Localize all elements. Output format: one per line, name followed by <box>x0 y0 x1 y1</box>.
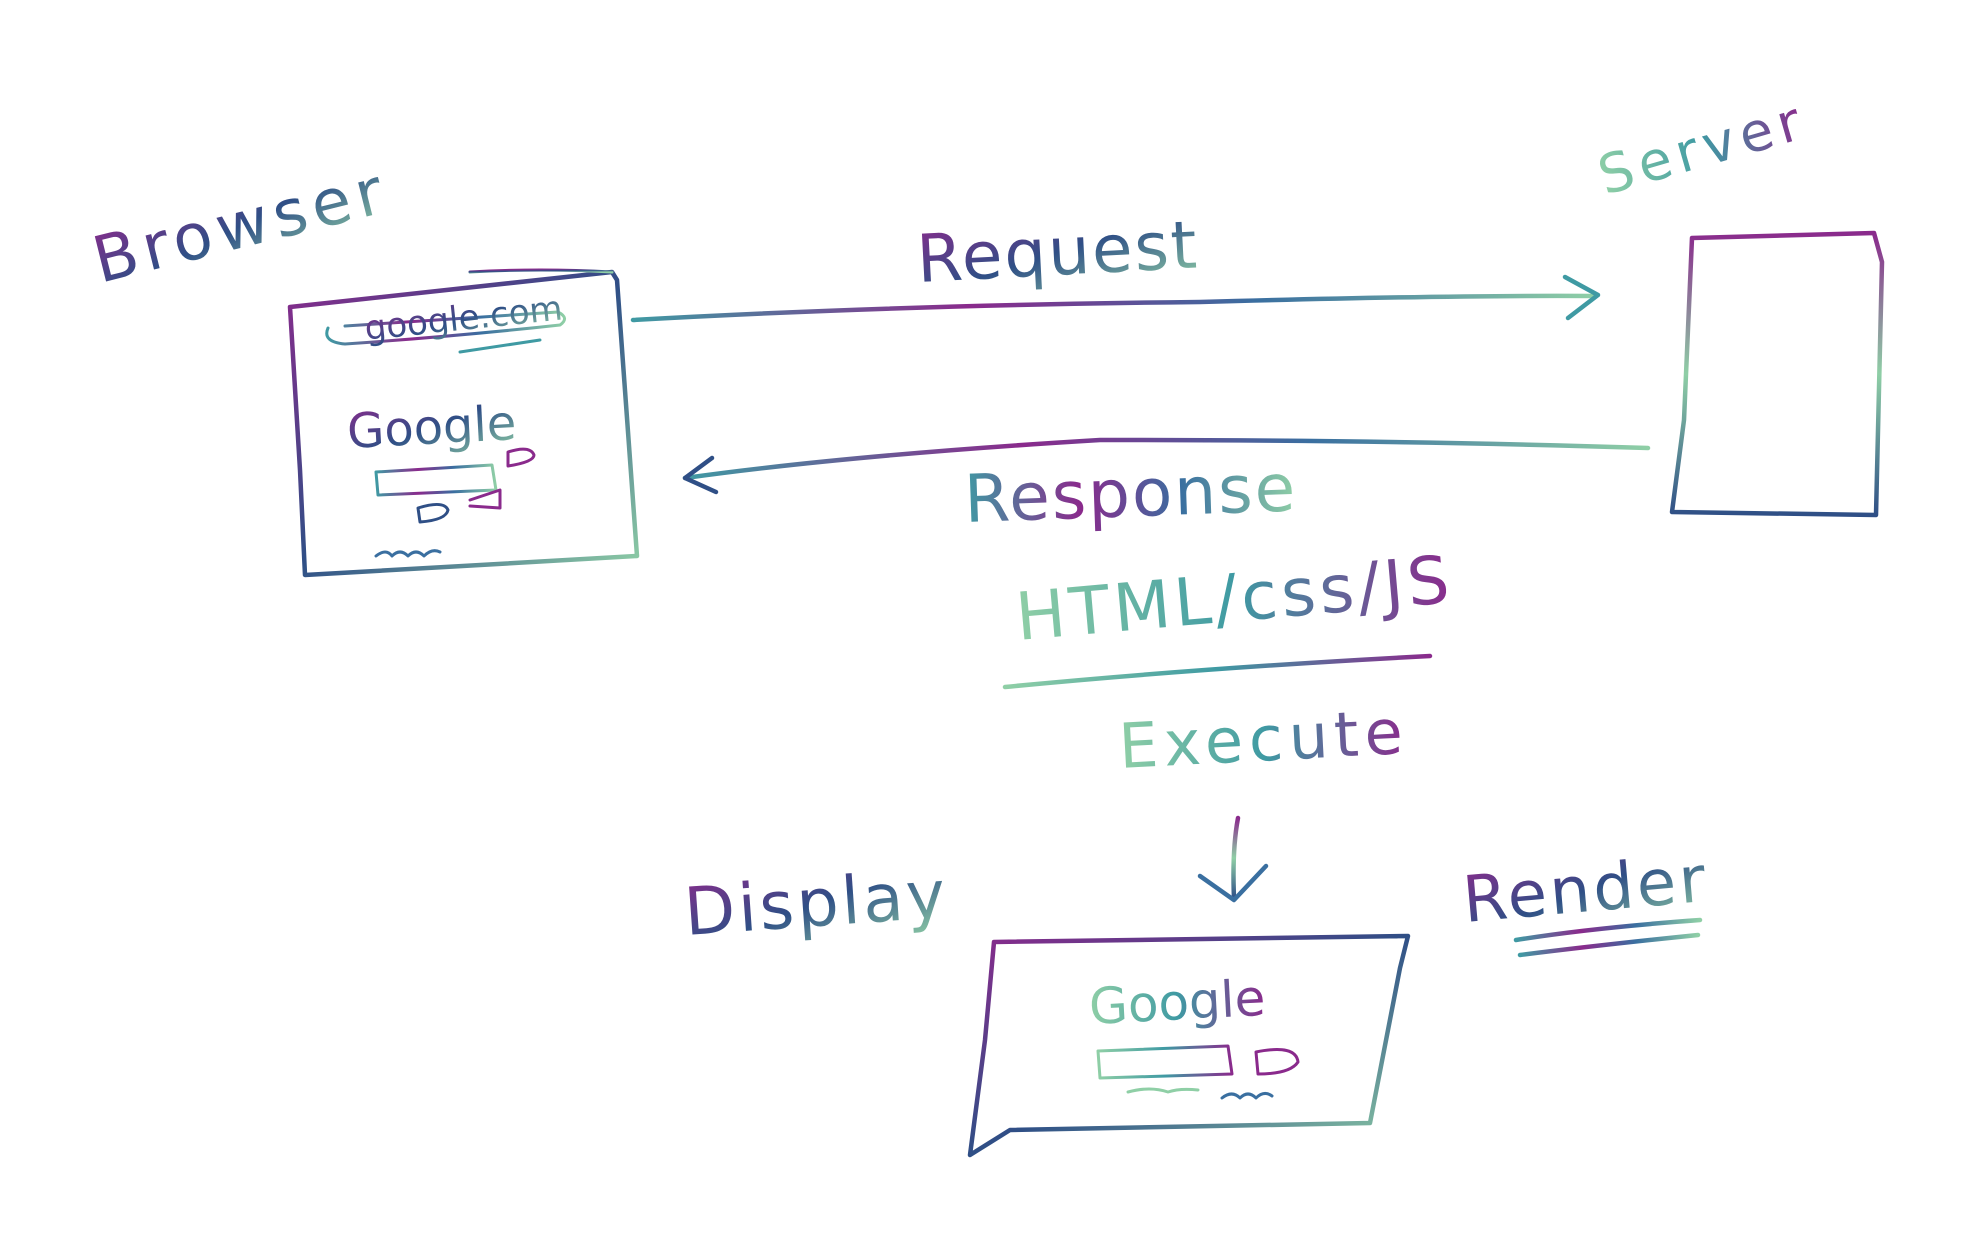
render-underline <box>1513 917 1703 958</box>
render-page-logo: Google <box>1088 969 1267 1036</box>
divider-line <box>1002 653 1433 690</box>
render-footer-squiggle-1 <box>1126 1087 1200 1094</box>
address-bar <box>325 310 566 346</box>
render-search-icon <box>1254 1048 1300 1076</box>
browser-button-1 <box>416 503 450 524</box>
render-footer-squiggle-2 <box>1220 1091 1274 1100</box>
request-label: Request <box>915 206 1201 298</box>
response-label: Response <box>963 449 1298 538</box>
render-search-box <box>1096 1044 1234 1080</box>
server-box <box>1669 230 1885 518</box>
execute-label: Execute <box>1117 695 1410 783</box>
display-label: Display <box>682 856 951 951</box>
execute-arrow <box>1197 815 1269 903</box>
browser-label: Browser <box>86 154 396 299</box>
browser-button-2 <box>468 488 502 510</box>
render-window: Google <box>967 933 1411 1158</box>
formats-label: HTML/css/JS <box>1013 541 1457 656</box>
server-label: Server <box>1591 88 1813 207</box>
browser-page-logo: Google <box>346 395 518 460</box>
request-arrow <box>630 274 1601 323</box>
search-icon <box>506 447 536 468</box>
browser-footer-squiggle <box>374 549 442 558</box>
browser-search-box <box>374 463 498 497</box>
response-arrow <box>682 437 1651 495</box>
browser-window: google.com Google <box>287 268 640 578</box>
